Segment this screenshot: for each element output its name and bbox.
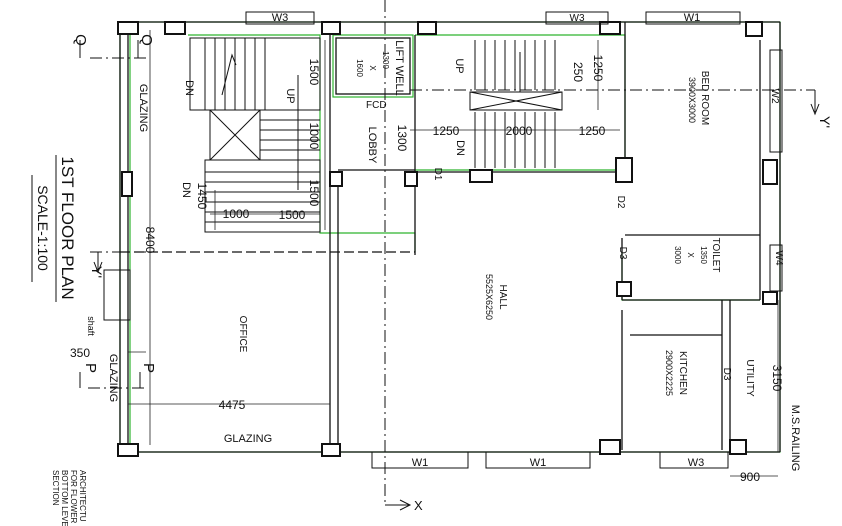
stair-dn-left-lower: DN — [180, 182, 192, 198]
room-utility: UTILITY — [744, 359, 755, 397]
columns — [117, 21, 778, 457]
dim-4475: 4475 — [219, 398, 246, 412]
window-frames — [103, 11, 783, 469]
left-stair — [189, 37, 321, 233]
dim-1300: 1300 — [395, 125, 409, 152]
dim-900: 900 — [740, 470, 760, 484]
dim-1500-c: 1500 — [279, 208, 306, 222]
dim-1000-b: 1000 — [223, 207, 250, 221]
room-toilet-size-x: X — [686, 252, 695, 258]
dim-1450: 1450 — [195, 183, 209, 210]
room-shaft: shaft — [86, 316, 96, 336]
room-kitchen: KITCHEN — [677, 351, 688, 395]
dim-1250-b: 1250 — [579, 124, 606, 138]
window-w3-top-left: W3 — [272, 12, 289, 24]
room-lift-well: LIFT WELL — [393, 40, 405, 95]
window-w1-bottom-a: W1 — [412, 457, 429, 469]
window-w3-top-mid: W3 — [570, 13, 585, 24]
room-hall: HALL — [497, 284, 508, 309]
dim-1500-a: 1500 — [307, 59, 321, 86]
stair-up-left: UP — [284, 88, 296, 103]
door-d1: D1 — [432, 168, 443, 181]
room-bedroom: BED ROOM — [699, 71, 710, 125]
dim-2000: 2000 — [506, 124, 533, 138]
room-kitchen-size: 2900X2225 — [664, 350, 674, 396]
side-note-line: SECTION — [51, 470, 60, 506]
room-lift-x: X — [368, 65, 377, 71]
room-lift-a: 1300 — [381, 51, 390, 69]
section-mark-x: X — [414, 498, 423, 513]
window-w3-bottom: W3 — [688, 457, 705, 469]
room-hall-size: 5525X6250 — [484, 274, 494, 320]
door-d3-toilet: D3 — [617, 247, 628, 260]
door-d2: D2 — [615, 196, 626, 209]
dim-350: 350 — [70, 346, 90, 360]
window-w4: W4 — [773, 251, 784, 266]
side-note-line: ARCHITECTU — [78, 470, 87, 522]
stair-dn-left: DN — [183, 80, 195, 96]
label-glazing-bottom: GLAZING — [224, 433, 272, 445]
section-lines — [79, 0, 820, 511]
section-mark-p-right: P — [140, 363, 157, 373]
dim-1250-c: 1250 — [591, 55, 605, 82]
door-d3-kitchen: D3 — [721, 368, 732, 381]
label-glazing-left: GLAZING — [137, 84, 149, 132]
plan-title: 1ST FLOOR PLAN — [58, 156, 77, 299]
window-w1-bottom-b: W1 — [530, 457, 547, 469]
room-office: OFFICE — [237, 316, 248, 353]
side-note-line: BOTTOM LEVE — [60, 470, 69, 526]
room-fcd: FCD — [366, 100, 387, 111]
stair-up-right: UP — [453, 58, 465, 73]
room-toilet-size-b: 3000 — [673, 246, 682, 264]
side-note-line: FOR FLOWER — [69, 470, 78, 524]
dim-3150: 3150 — [770, 365, 784, 392]
section-mark-p-left: P — [82, 363, 99, 373]
label-ms-railing: M.S.RAILING — [789, 405, 801, 472]
section-mark-y-right: Y' — [817, 116, 833, 128]
plan-scale: SCALE-1:100 — [35, 185, 51, 271]
room-toilet: TOILET — [710, 238, 721, 273]
dim-250: 250 — [571, 62, 585, 82]
section-mark-y-left: Y' — [89, 266, 105, 278]
section-mark-q-right: Q — [138, 34, 155, 46]
right-stair — [469, 40, 563, 168]
room-lift-b: 1600 — [355, 59, 364, 77]
dim-1000-a: 1000 — [307, 123, 321, 150]
side-note: ARCHITECTU FOR FLOWER BOTTOM LEVE SECTIO… — [51, 470, 87, 526]
window-w2: W2 — [769, 89, 780, 104]
stair-dn-right: DN — [454, 140, 466, 156]
dim-1250-a: 1250 — [433, 124, 460, 138]
room-lobby: LOBBY — [366, 127, 378, 164]
window-w1-top-right: W1 — [684, 12, 701, 24]
room-toilet-size-a: 1350 — [699, 246, 708, 264]
dim-8400: 8400 — [143, 227, 157, 254]
section-mark-q-left: Q — [72, 34, 89, 46]
dimension-lines — [128, 30, 779, 477]
dim-1500-b: 1500 — [307, 180, 321, 207]
label-glazing-lower: GLAZING — [107, 354, 119, 402]
room-bedroom-size: 3900X3000 — [687, 77, 697, 123]
